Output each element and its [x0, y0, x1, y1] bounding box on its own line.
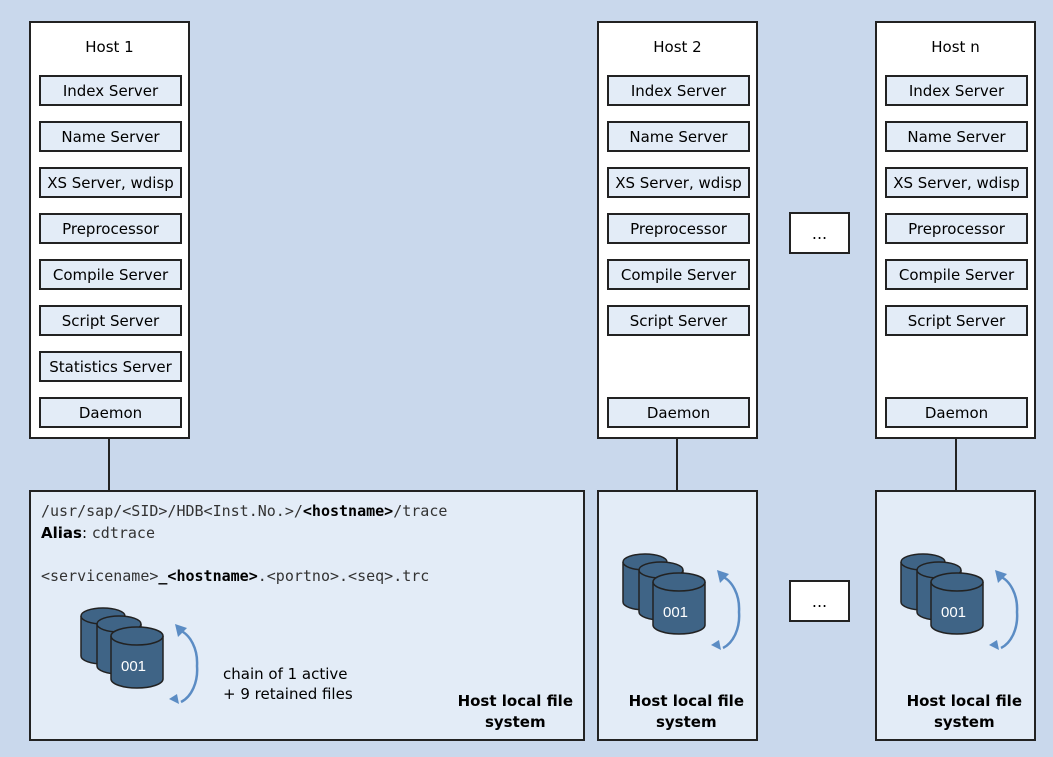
compile-server: Compile Server	[607, 259, 750, 290]
more-file-systems-ellipsis: ...	[789, 580, 850, 622]
name-server: Name Server	[39, 121, 182, 152]
script-server: Script Server	[607, 305, 750, 336]
fs-label-line-1: Host local file	[457, 692, 573, 710]
chain-description: chain of 1 active + 9 retained files	[223, 664, 353, 704]
fs-label-line-1: Host local file	[628, 692, 744, 710]
compile-server: Compile Server	[39, 259, 182, 290]
fs-label: Host local file system	[907, 691, 1022, 733]
trace-path-prefix: /usr/sap/<SID>/HDB<Inst.No.>/	[41, 502, 303, 520]
script-server: Script Server	[39, 305, 182, 336]
disk-stack-icon: 001	[80, 607, 199, 704]
host-2-box: Host 2 Index Server Name Server XS Serve…	[597, 21, 758, 439]
name-server: Name Server	[885, 121, 1028, 152]
chain-line-2: + 9 retained files	[223, 685, 353, 703]
host-n-connector	[955, 439, 957, 490]
compile-server: Compile Server	[885, 259, 1028, 290]
host-1-file-system: /usr/sap/<SID>/HDB<Inst.No.>/<hostname>/…	[29, 490, 585, 741]
index-server: Index Server	[39, 75, 182, 106]
host-2-file-system: 001 Host local file system	[597, 490, 758, 741]
disk-stack-icon: 001	[900, 553, 1019, 650]
alias-label: Alias	[41, 524, 82, 542]
xs-server: XS Server, wdisp	[607, 167, 750, 198]
script-server: Script Server	[885, 305, 1028, 336]
host-n-file-system: 001 Host local file system	[875, 490, 1036, 741]
host-2-connector	[676, 439, 678, 490]
name-server: Name Server	[607, 121, 750, 152]
file-prefix: <servicename>	[41, 567, 159, 585]
fs-label: Host local file system	[458, 691, 573, 733]
daemon: Daemon	[39, 397, 182, 428]
disk-label: 001	[941, 604, 966, 621]
index-server: Index Server	[607, 75, 750, 106]
trace-alias: Alias: cdtrace	[41, 524, 155, 542]
host-n-box: Host n Index Server Name Server XS Serve…	[875, 21, 1036, 439]
disk-label: 001	[121, 658, 146, 675]
trace-file-pattern: <servicename>_<hostname>.<portno>.<seq>.…	[41, 567, 429, 585]
trace-path: /usr/sap/<SID>/HDB<Inst.No.>/<hostname>/…	[41, 502, 447, 520]
preprocessor: Preprocessor	[885, 213, 1028, 244]
daemon: Daemon	[885, 397, 1028, 428]
trace-path-hostname: <hostname>	[302, 502, 394, 520]
preprocessor: Preprocessor	[607, 213, 750, 244]
alias-separator: :	[81, 524, 92, 542]
alias-value: cdtrace	[91, 524, 155, 542]
host-title: Host 2	[653, 38, 702, 56]
xs-server: XS Server, wdisp	[885, 167, 1028, 198]
file-hostname: _<hostname>	[158, 567, 258, 585]
fs-label-line-2: system	[933, 713, 995, 731]
disk-label: 001	[663, 604, 688, 621]
host-title: Host n	[931, 38, 980, 56]
fs-label-line-1: Host local file	[906, 692, 1022, 710]
more-hosts-ellipsis: ...	[789, 212, 850, 254]
host-1-box: Host 1 Index Server Name Server XS Serve…	[29, 21, 190, 439]
trace-path-suffix: /trace	[393, 502, 448, 520]
preprocessor: Preprocessor	[39, 213, 182, 244]
statistics-server: Statistics Server	[39, 351, 182, 382]
fs-label: Host local file system	[629, 691, 744, 733]
chain-line-1: chain of 1 active	[223, 665, 348, 683]
disk-stack-icon: 001	[622, 553, 741, 650]
fs-label-line-2: system	[484, 713, 546, 731]
xs-server: XS Server, wdisp	[39, 167, 182, 198]
host-1-connector	[108, 439, 110, 490]
daemon: Daemon	[607, 397, 750, 428]
fs-label-line-2: system	[655, 713, 717, 731]
index-server: Index Server	[885, 75, 1028, 106]
host-title: Host 1	[85, 38, 134, 56]
file-suffix: .<portno>.<seq>.trc	[257, 567, 430, 585]
